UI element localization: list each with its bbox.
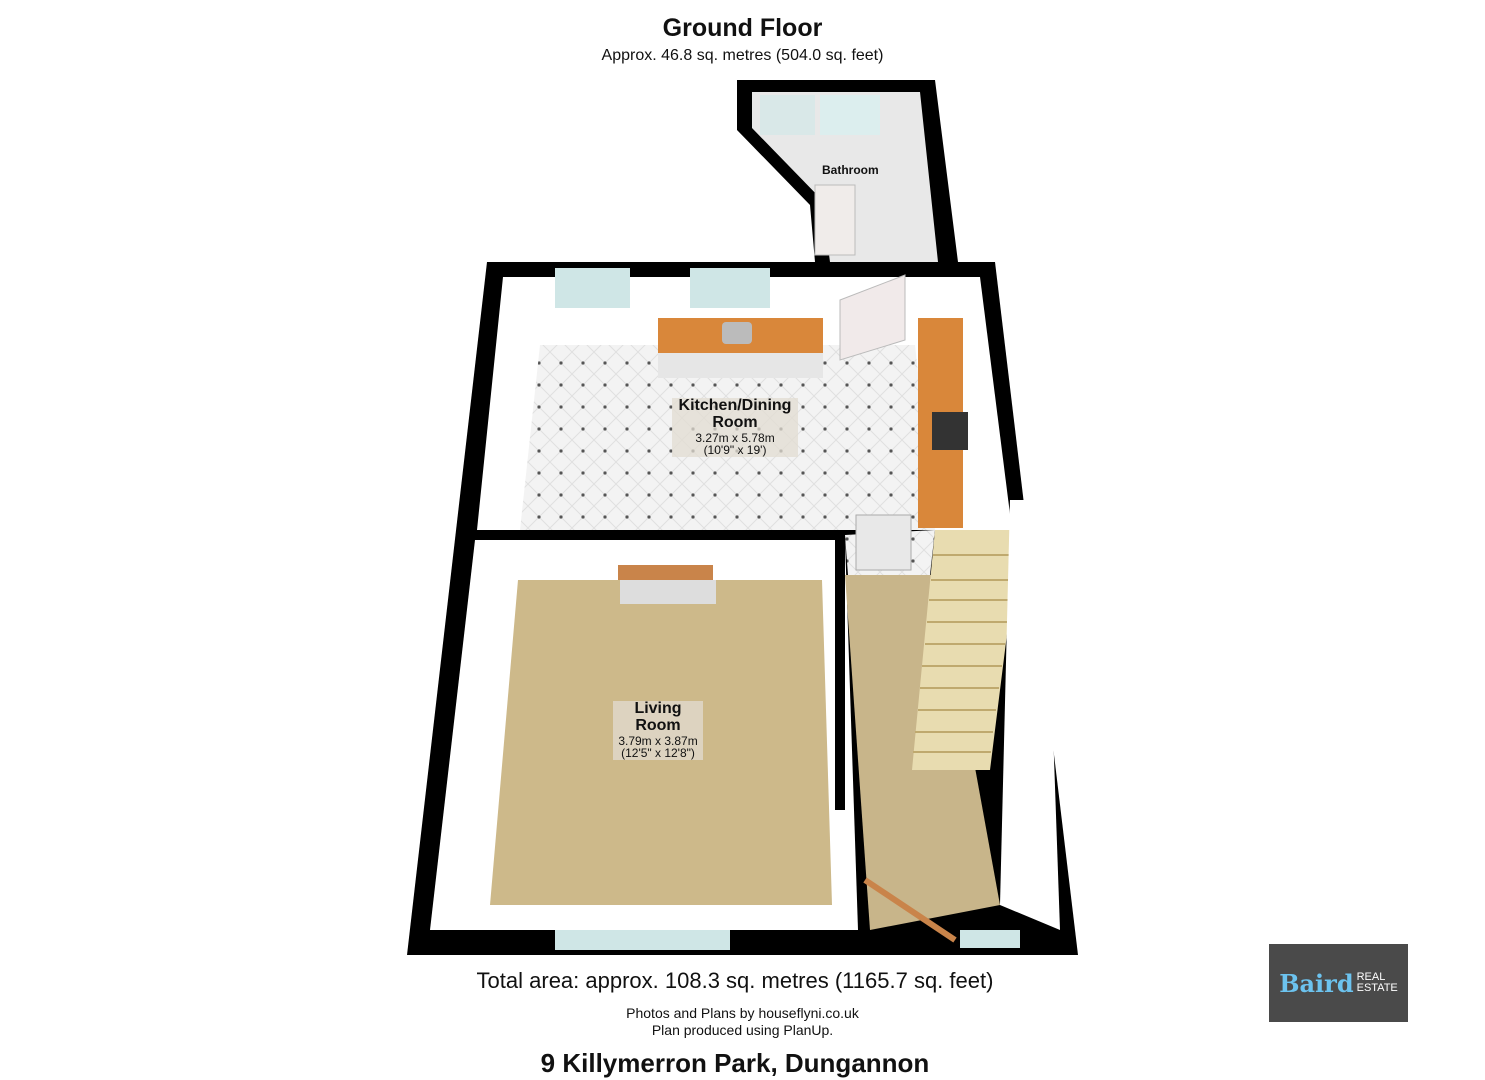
room-size-metric: 3.27m x 5.78m	[695, 430, 775, 445]
room-size-imperial: (12'5" x 12'8")	[621, 746, 695, 761]
baird-logo: Baird REAL ESTATE	[1269, 944, 1408, 1022]
logo-line2: ESTATE	[1356, 982, 1398, 994]
total-area: Total area: approx. 108.3 sq. metres (11…	[476, 968, 994, 993]
room-name: Bathroom	[822, 163, 879, 177]
room-label-bathroom: Bathroom	[822, 164, 879, 177]
room-size-metric: 3.79m x 3.87m	[618, 733, 698, 748]
logo-brand: Baird	[1279, 968, 1354, 998]
room-name: Living Room	[634, 700, 682, 734]
credits: Photos and Plans by houseflyni.co.uk Pla…	[0, 1005, 1485, 1039]
logo-line1: REAL	[1356, 971, 1386, 983]
credit-planup: Plan produced using PlanUp.	[651, 1022, 834, 1038]
staircase	[912, 530, 1020, 770]
room-label-kitchen: Kitchen/Dining Room 3.27m x 5.78m (10'9"…	[672, 397, 798, 458]
logo-tagline: REAL ESTATE	[1357, 972, 1398, 994]
floor-area: Approx. 46.8 sq. metres (504.0 sq. feet)	[601, 47, 884, 64]
floor-title: Ground Floor	[662, 14, 823, 42]
room-size-imperial: (10'9" x 19')	[703, 443, 767, 458]
room-name: Kitchen/Dining Room	[678, 397, 792, 431]
room-label-living: Living Room 3.79m x 3.87m (12'5" x 12'8"…	[613, 700, 703, 761]
credit-photos: Photos and Plans by houseflyni.co.uk	[626, 1005, 859, 1021]
property-address: 9 Killymerron Park, Dungannon	[540, 1048, 930, 1078]
